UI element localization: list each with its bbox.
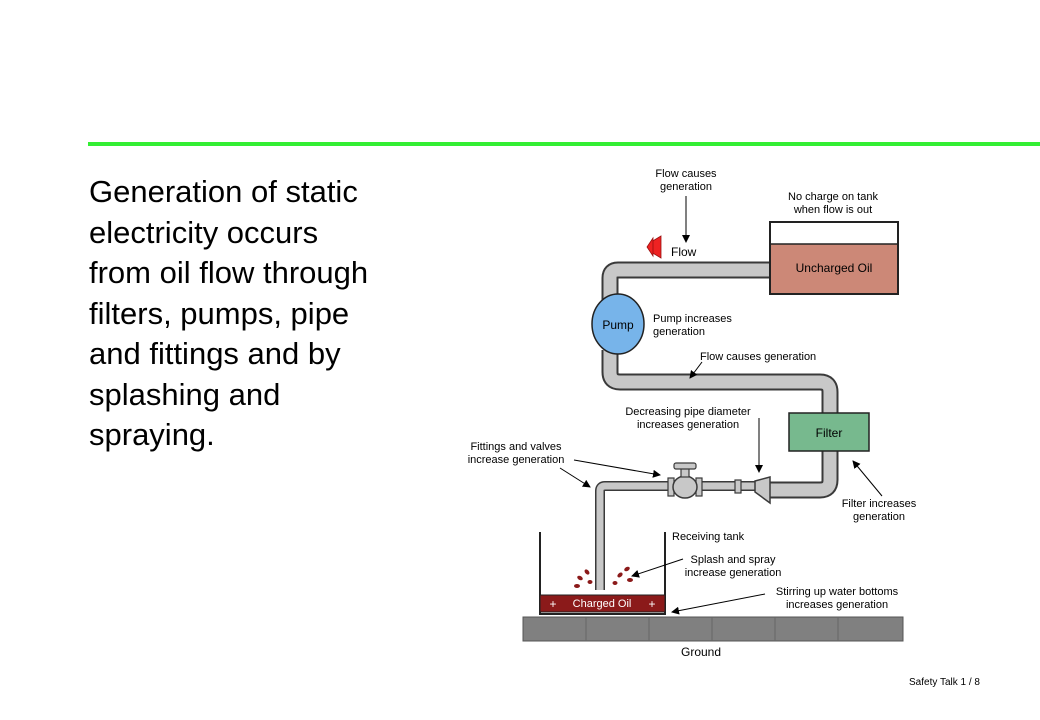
flow-causes-generation-label: Flow causes (655, 168, 717, 180)
body-line: from oil flow through (89, 255, 369, 290)
charged-oil-label: Charged Oil (573, 598, 632, 610)
pump (591, 293, 645, 355)
body-line: electricity occurs (89, 214, 319, 250)
flow-label: Flow (671, 245, 697, 259)
pipe-network (595, 261, 839, 590)
arrow (671, 593, 766, 615)
pump-increases-label: generation (653, 326, 705, 338)
pump-increases-label: Pump increases (653, 313, 732, 325)
ground-label: Ground (681, 645, 721, 659)
pump-label: Pump (602, 318, 634, 332)
splash-spray-label: Splash and spray (691, 554, 776, 566)
static-electricity-diagram: + Charged Oil + Uncharged Oil (468, 168, 917, 659)
flow-direction-arrow (646, 235, 662, 259)
arrow (573, 459, 661, 478)
body-line: Generation of static (89, 174, 358, 209)
valve (667, 462, 703, 499)
stirring-label: increases generation (786, 599, 888, 611)
ground (522, 616, 904, 642)
stirring-label: Stirring up water bottoms (776, 586, 899, 598)
filter (788, 412, 870, 452)
filter-label: Filter (816, 426, 843, 440)
no-charge-label: when flow is out (793, 204, 872, 216)
charged-oil-plus-left: + (549, 597, 556, 611)
uncharged-oil-label: Uncharged Oil (796, 261, 873, 275)
arrow (559, 467, 591, 488)
body-line: spraying. (89, 417, 215, 452)
arrow (852, 460, 883, 497)
no-charge-label: No charge on tank (788, 191, 878, 203)
receiving-tank (539, 532, 666, 615)
fittings-valves-label: Fittings and valves (470, 441, 562, 453)
arrow (631, 558, 684, 578)
body-line: and fittings and by (89, 336, 341, 371)
splash-spray-label: increase generation (685, 567, 782, 579)
receiving-tank-label: Receiving tank (672, 531, 745, 543)
charged-oil-plus-right: + (648, 597, 655, 611)
decreasing-diameter-label: Decreasing pipe diameter (625, 406, 751, 418)
flow-causes-generation-mid-label: Flow causes generation (700, 351, 816, 363)
body-text: Generation of static electricity occurs … (89, 172, 449, 456)
uncharged-oil-tank (769, 221, 899, 295)
body-line: filters, pumps, pipe (89, 295, 350, 331)
splash-droplets (574, 566, 633, 588)
arrow (689, 361, 703, 379)
title-divider (88, 142, 1040, 146)
fittings-valves-label: increase generation (468, 454, 565, 466)
flow-causes-generation-label: generation (660, 181, 712, 193)
body-line: splashing and (89, 376, 281, 412)
filter-increases-label: Filter increases (842, 498, 917, 510)
decreasing-diameter-label: increases generation (637, 419, 739, 431)
footer-page-number: Safety Talk 1 / 8 (909, 677, 980, 688)
filter-increases-label: generation (853, 511, 905, 523)
